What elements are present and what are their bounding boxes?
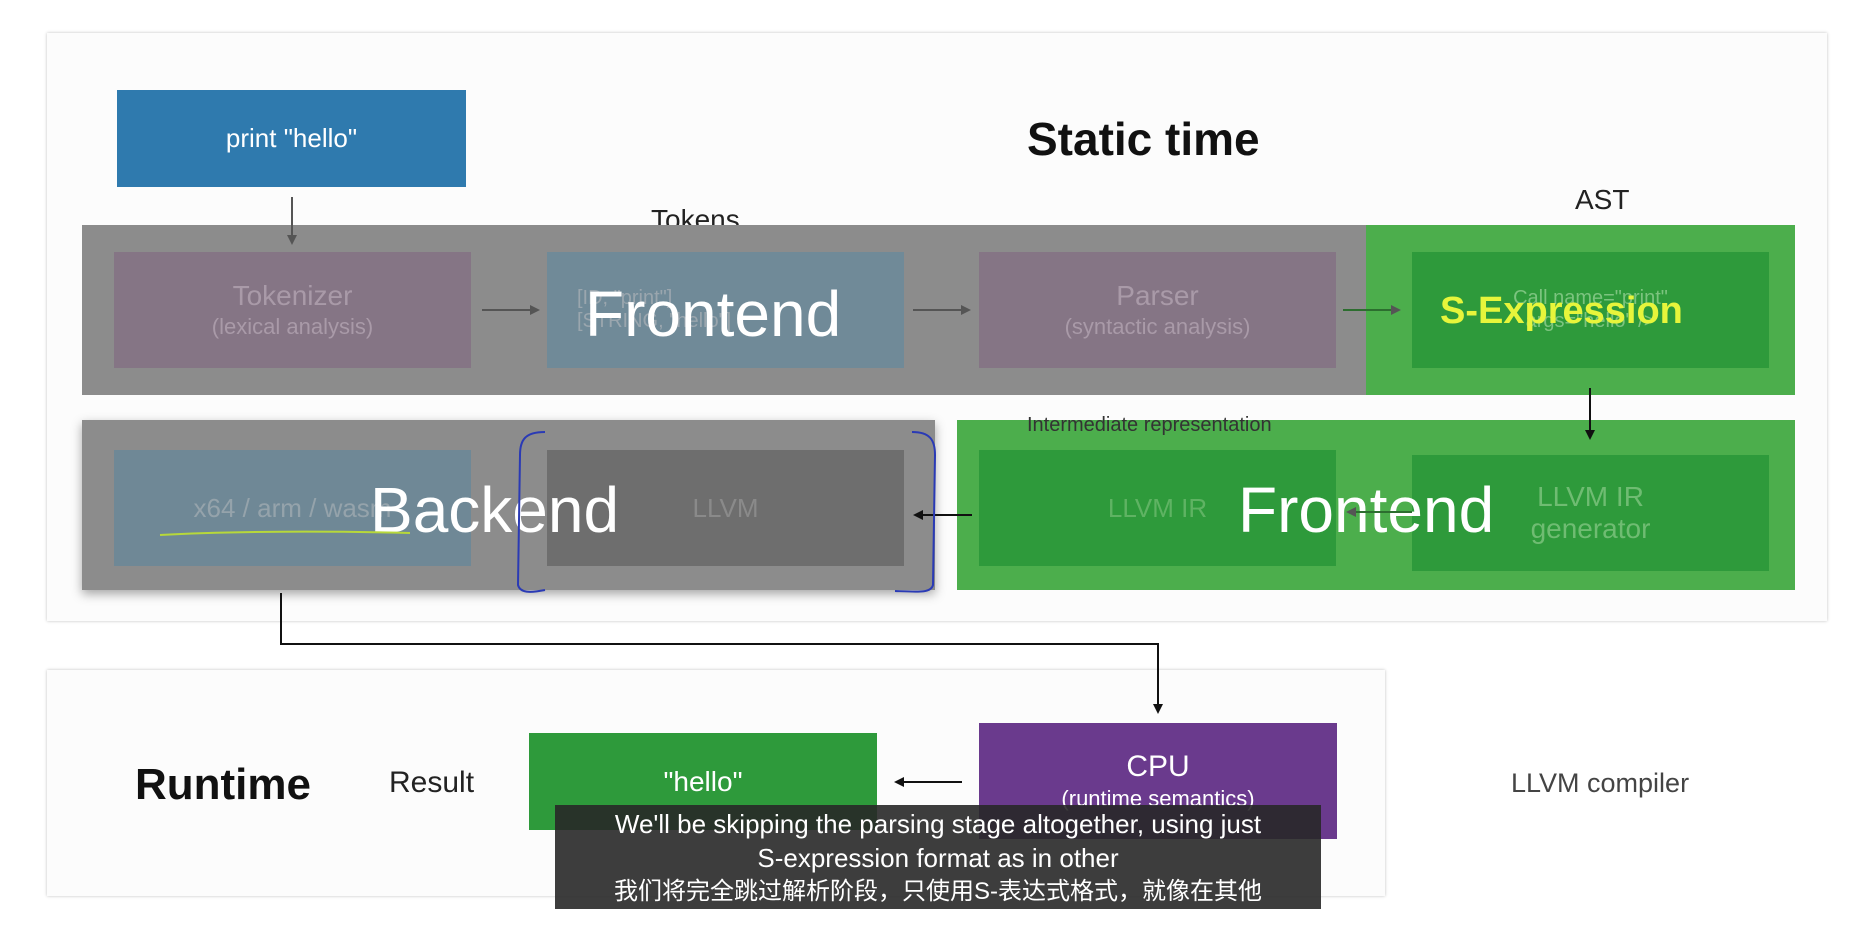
subtitle-line-3: 我们将完全跳过解析阶段，只使用S-表达式格式，就像在其他 [614,878,1262,905]
tokenizer-title: Tokenizer [232,280,353,311]
subtitle-line-1: We'll be skipping the parsing stage alto… [614,809,1262,839]
tokens-line-2: [STRING, "hello"] [577,310,732,332]
tokenizer-box: Tokenizer (lexical analysis) [114,252,471,368]
ir-generator-line-2: generator [1530,513,1651,544]
ast-label: AST [1575,184,1630,215]
llvm-ir-box: LLVM IR [979,450,1336,566]
cpu-title: CPU [1126,750,1190,783]
frontend-bottom-label: Frontend [1238,474,1495,546]
tokens-line-1: [ID, "print"] [577,287,673,309]
ir-label: Intermediate representation [1027,414,1272,436]
target-box: x64 / arm / wasm [114,450,471,566]
target-text: x64 / arm / wasm [193,492,392,523]
ast-line-2: args="hello" /> [1525,310,1656,332]
parser-subtitle: (syntactic analysis) [1064,314,1251,339]
tokenizer-subtitle: (lexical analysis) [211,314,374,339]
subtitle-line-2: S-expression format as in other [757,843,1119,873]
llvm-box: LLVM [547,450,904,566]
source-code-text: print "hello" [225,123,358,153]
compiler-label: LLVM compiler [1511,768,1690,798]
ast-line-1: Call name="print" [1513,287,1668,309]
result-label: Result [389,766,475,799]
runtime-title: Runtime [135,760,311,809]
parser-box: Parser (syntactic analysis) [979,252,1336,368]
backend-label: Backend [370,474,620,546]
llvm-text: LLVM [692,492,759,523]
ir-generator-line-1: LLVM IR [1537,481,1644,512]
parser-title: Parser [1116,280,1199,311]
subtitle-box: We'll be skipping the parsing stage alto… [555,805,1321,909]
s-expression-label: S-Expression [1440,290,1683,332]
result-value: "hello" [663,765,743,797]
llvm-ir-text: LLVM IR [1107,492,1208,523]
source-code-box: print "hello" [117,90,466,187]
static-time-title: Static time [1027,113,1260,165]
target-underline [159,530,411,536]
llvm-bracket-right [894,431,937,593]
tokens-box: [ID, "print"] [STRING, "hello"] [547,252,904,368]
arrow-target-to-cpu [280,593,1163,714]
frontend-top-label: Frontend [585,278,842,350]
llvm-bracket-left [516,431,546,593]
ast-box: Call name="print" args="hello" /> [1412,252,1769,368]
ir-generator-box: LLVM IR generator [1412,455,1769,571]
